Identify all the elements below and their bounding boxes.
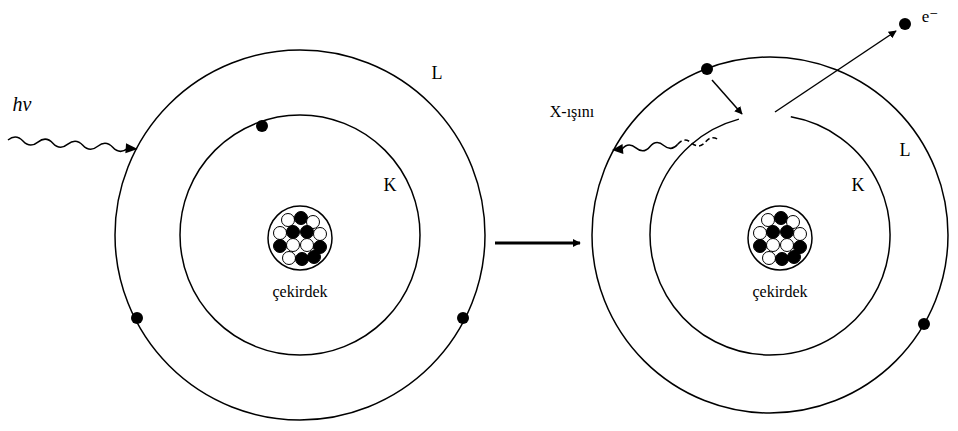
atom-before: [8, 50, 485, 420]
atom-after: [592, 18, 948, 413]
process-arrow: [495, 242, 580, 245]
shell-label: K: [852, 176, 865, 194]
nucleus-label: çekirdek: [272, 284, 327, 300]
nucleus-label: çekirdek: [752, 284, 807, 300]
photon-symbol: hv: [13, 94, 32, 114]
xray-label: X-ışını: [550, 104, 594, 120]
shell-label: L: [432, 64, 443, 82]
shell-label: L: [900, 141, 911, 159]
shell-label: K: [384, 176, 397, 194]
electron-label: e⁻: [922, 8, 939, 25]
